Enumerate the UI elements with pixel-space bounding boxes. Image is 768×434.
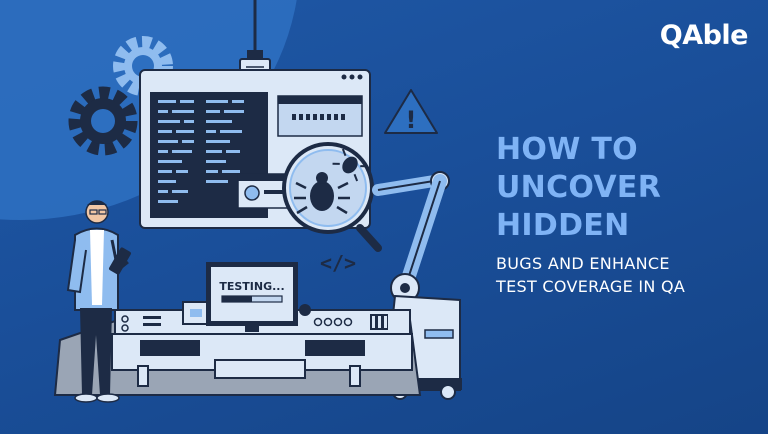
subheadline: BUGS AND ENHANCE TEST COVERAGE IN QA xyxy=(496,252,761,298)
bug-icon xyxy=(294,172,350,215)
gear-icon xyxy=(68,86,138,156)
warning-icon: ! xyxy=(384,89,438,134)
code-icon: </> xyxy=(320,251,356,275)
subheadline-line: TEST COVERAGE IN QA xyxy=(496,277,686,296)
svg-text:!: ! xyxy=(406,106,417,134)
brand-logo: QAble xyxy=(659,20,749,51)
subheadline-line: BUGS AND ENHANCE xyxy=(496,254,670,273)
testing-console: TESTING... xyxy=(53,262,422,396)
bug-icon xyxy=(332,148,368,182)
headline: HOW TO UNCOVER HIDDEN xyxy=(496,131,756,245)
headline-line: HIDDEN xyxy=(496,208,630,243)
headline-line: HOW TO xyxy=(496,132,638,167)
headline-line: UNCOVER xyxy=(496,170,662,205)
person-illustration xyxy=(66,200,131,403)
monitor-screen-text: TESTING... xyxy=(219,280,284,293)
magnifier-icon xyxy=(282,142,382,252)
